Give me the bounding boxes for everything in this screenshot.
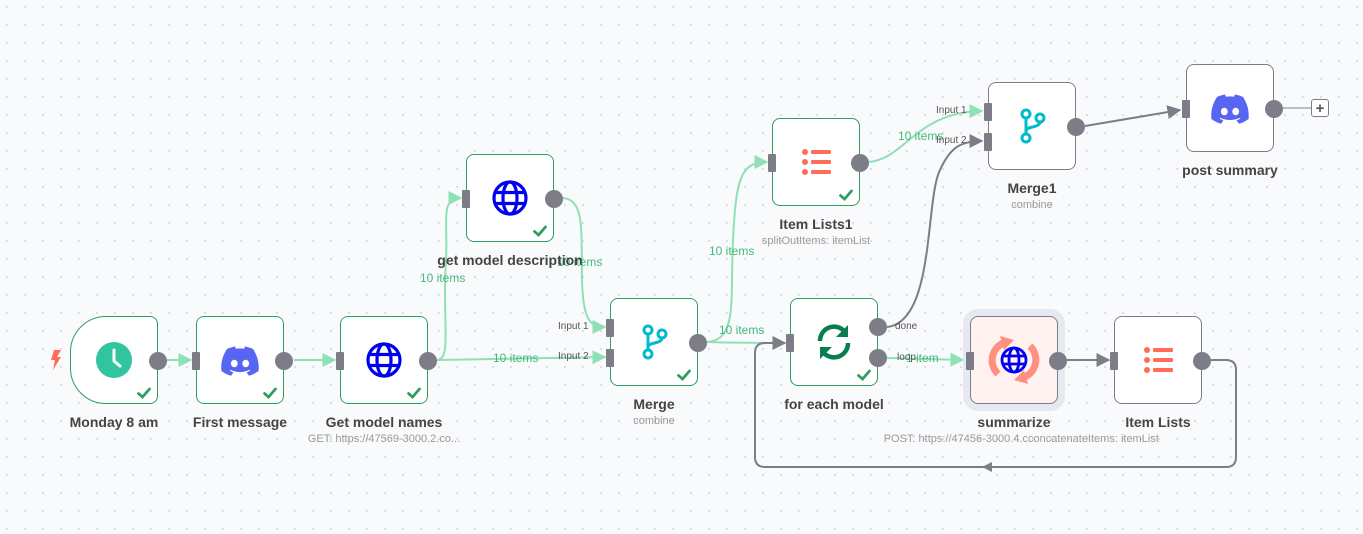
list-icon [1144, 347, 1173, 373]
node-merge1[interactable] [984, 82, 1085, 170]
input-1-label: Input 1 [936, 105, 967, 116]
node-title: First message [192, 414, 288, 430]
success-check-icon [263, 387, 277, 399]
node-title: for each model [784, 396, 884, 412]
globe-running-icon [988, 336, 1040, 384]
edge-label: 10 items [719, 323, 765, 337]
output-handle[interactable] [275, 352, 293, 370]
edge-label: 10 items [557, 255, 603, 269]
input-handle[interactable] [966, 352, 974, 370]
node-subtitle: GET: https://47569-3000.2.co... [307, 433, 461, 445]
loop-output-label: loop [897, 352, 916, 363]
output-handle[interactable] [149, 352, 167, 370]
node-subtitle: combine [633, 415, 675, 427]
input-handle-1[interactable] [984, 103, 992, 121]
node-get-model-names[interactable] [336, 316, 437, 404]
add-node-button[interactable]: + [1311, 99, 1329, 117]
merge-icon [642, 324, 668, 360]
node-for-each-model[interactable] [786, 298, 887, 386]
node-title: Item Lists [1125, 414, 1191, 430]
clock-icon [96, 342, 132, 378]
success-check-icon [137, 387, 151, 399]
node-item-lists[interactable] [1110, 316, 1211, 404]
node-merge[interactable] [606, 298, 707, 386]
success-check-icon [407, 387, 421, 399]
done-output-label: done [895, 321, 918, 332]
node-title: get model description [437, 252, 583, 268]
input-2-label: Input 2 [558, 351, 589, 362]
globe-icon [492, 180, 528, 216]
trigger-bolt-icon [51, 350, 61, 370]
output-handle[interactable] [1067, 118, 1085, 136]
edge-for-each-loop-summarize[interactable] [886, 352, 965, 367]
edge-merge1-post-summary[interactable] [1084, 105, 1182, 127]
input-1-label: Input 1 [558, 321, 589, 332]
output-handle[interactable] [1265, 100, 1283, 118]
input-handle[interactable] [192, 352, 200, 370]
output-handle[interactable] [1049, 352, 1067, 370]
edge-item-lists-for-each-model[interactable] [754, 336, 1237, 468]
list-icon [802, 149, 831, 175]
node-post-summary[interactable] [1182, 64, 1283, 152]
node-item-lists1[interactable] [768, 118, 869, 206]
node-first-message[interactable] [192, 316, 293, 404]
output-handle[interactable] [545, 190, 563, 208]
edge-label: 10 items [420, 271, 466, 285]
node-summarize[interactable] [966, 316, 1067, 404]
edge-merge-item-lists1[interactable] [706, 155, 769, 343]
node-subtitle: POST: https://47456-3000.4.c [883, 433, 1028, 445]
edge-label: 1 item [906, 351, 939, 365]
node-title: Merge [633, 396, 675, 412]
input-handle[interactable] [462, 190, 470, 208]
output-handle[interactable] [1193, 352, 1211, 370]
input-handle[interactable] [1182, 100, 1190, 118]
globe-icon [366, 342, 402, 378]
input-handle[interactable] [786, 334, 794, 352]
success-check-icon [857, 369, 871, 381]
output-handle[interactable] [689, 334, 707, 352]
node-subtitle: splitOutItems: itemList [761, 235, 871, 247]
success-check-icon [839, 189, 853, 201]
success-check-icon [677, 369, 691, 381]
output-handle-loop[interactable] [869, 349, 887, 367]
edge-get-model-names-get-model-description[interactable] [436, 191, 463, 361]
node-title: summarize [977, 414, 1051, 430]
input-handle-2[interactable] [984, 133, 992, 151]
edge-for-each-done-merge1-input2[interactable] [886, 134, 984, 328]
node-get-model-description[interactable] [462, 154, 563, 242]
node-monday-8-am[interactable] [70, 316, 167, 404]
node-subtitle: concatenateItems: itemList [1028, 433, 1159, 445]
node-title: Monday 8 am [69, 414, 159, 430]
input-handle[interactable] [768, 154, 776, 172]
output-handle[interactable] [851, 154, 869, 172]
node-subtitle: combine [1011, 199, 1053, 211]
discord-icon [1211, 94, 1249, 124]
node-title: post summary [1182, 162, 1278, 178]
node-title: Item Lists1 [779, 216, 853, 232]
input-handle-2[interactable] [606, 349, 614, 367]
merge-icon [1020, 108, 1046, 144]
success-check-icon [533, 225, 547, 237]
edge-get-model-names-merge-input2[interactable] [436, 350, 607, 365]
edge-label: 10 items [493, 351, 539, 365]
output-handle[interactable] [419, 352, 437, 370]
edge-label: 10 items [898, 129, 944, 143]
node-title: Merge1 [1007, 180, 1057, 196]
node-title: Get model names [325, 414, 443, 430]
input-handle[interactable] [1110, 352, 1118, 370]
input-2-label: Input 2 [936, 135, 967, 146]
edge-item-lists1-merge1-input1[interactable] [867, 104, 984, 163]
input-handle-1[interactable] [606, 319, 614, 337]
loop-back-arrow-icon [982, 462, 992, 472]
discord-icon [221, 346, 259, 376]
edge-get-model-description-merge-input1[interactable] [562, 197, 607, 334]
output-handle-done[interactable] [869, 318, 887, 336]
input-handle[interactable] [336, 352, 344, 370]
edge-label: 10 items [709, 244, 755, 258]
loop-icon [817, 324, 851, 360]
